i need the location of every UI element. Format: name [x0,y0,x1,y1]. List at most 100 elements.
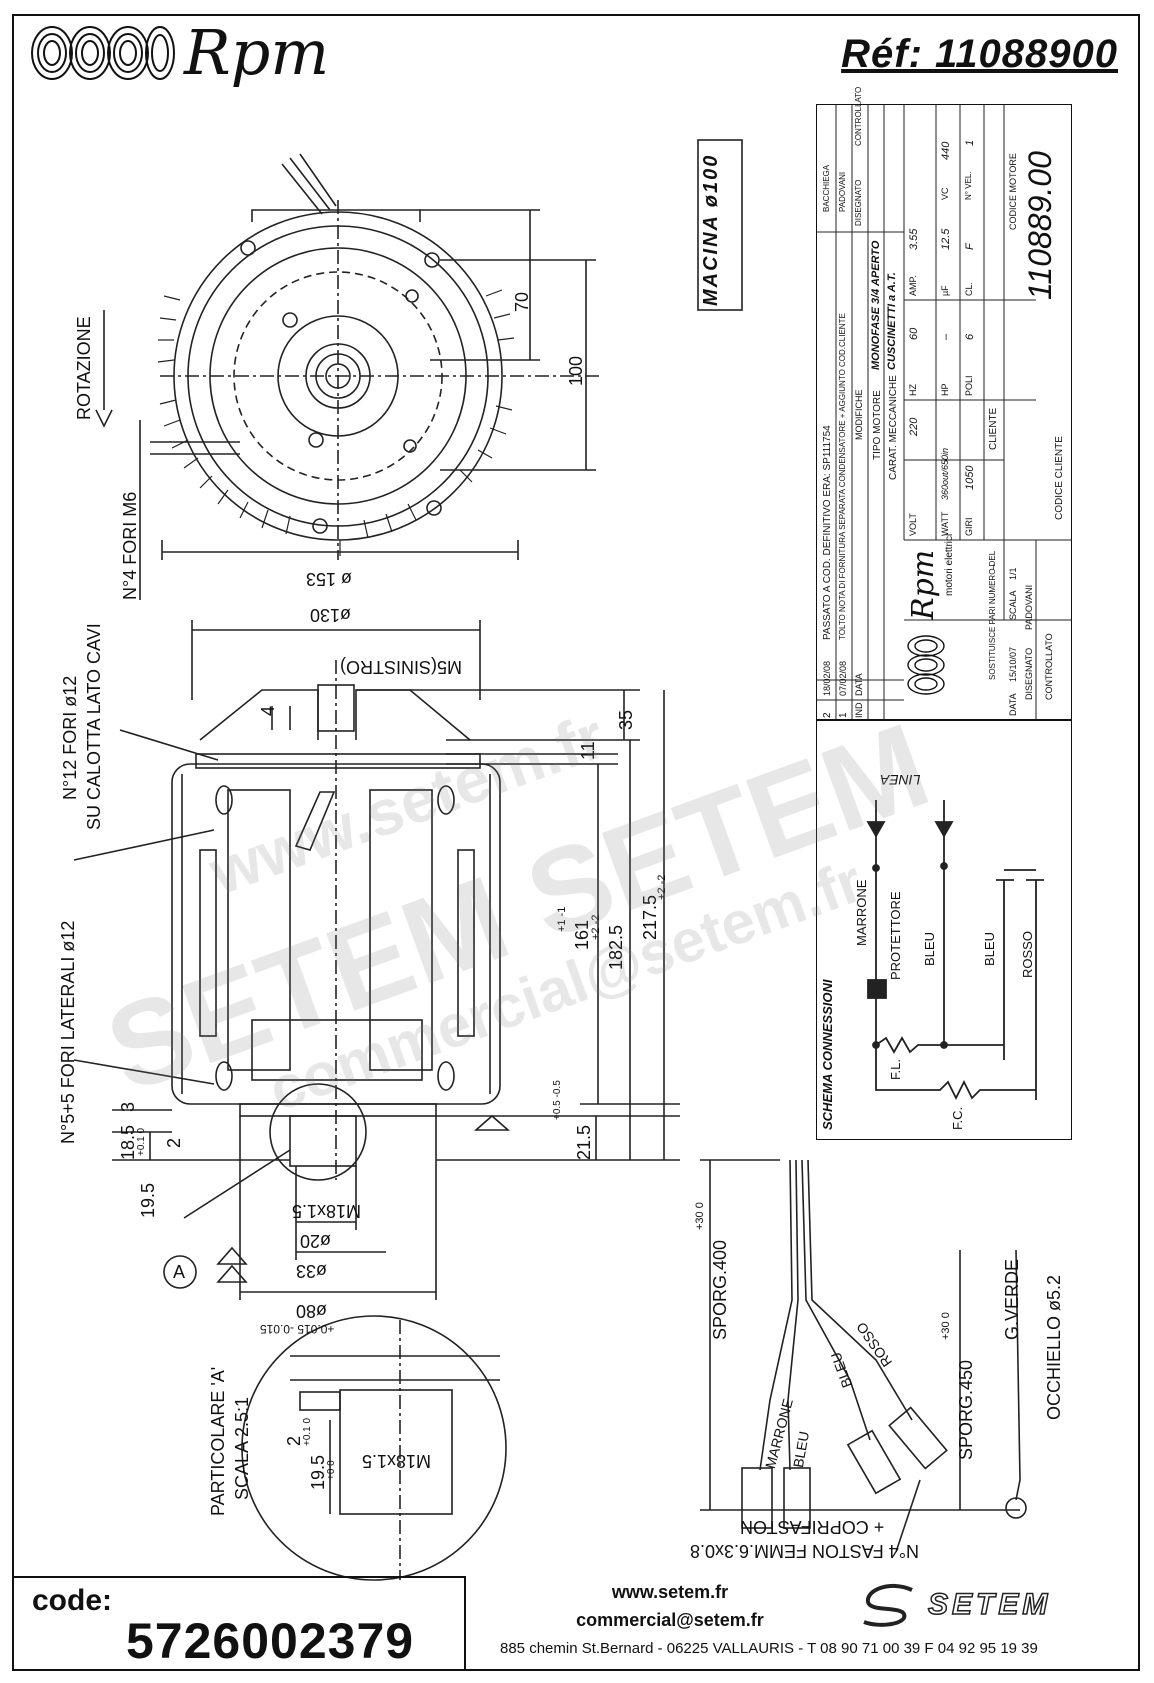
wiring-schema [866,800,1044,1101]
code-label: code: [32,1584,113,1617]
side-holes-label: N°5+5 FORI LATERALI ø12 [58,920,78,1144]
tol-80: +0.015 -0.015 [260,1322,335,1336]
controllato-label: CONTROLLATO [1044,633,1054,700]
cl-label: CL. [964,281,974,296]
dim-20: ø20 [300,1231,332,1251]
data-value: 15/10/07 [1008,646,1018,682]
setem-logo: SETEM [860,1580,1051,1630]
schema-protettore: PROTETTORE [888,891,903,980]
dim-70: 70 [512,291,532,312]
vc-value: 440 [940,141,952,160]
detail-tol-2: +0.1 0 [302,1417,313,1446]
schema-fl: F.L. [888,1059,903,1080]
dim-4: 4 [258,705,278,716]
schema-bleu-1: BLEU [922,932,937,966]
rev-header-disegnato: DISEGNATO [854,179,863,226]
m18-thread: M18x1.5 [292,1201,362,1221]
rev-row-2-text: PASSATO A COD. DEFINITIVO ERA: SP111754 [822,425,833,640]
title-block-coil-icon [907,635,945,695]
tol-18-5: +0.1 0 [136,1127,147,1156]
dim-2: 2 [164,1137,184,1148]
uf-label: µF [940,285,950,296]
detail-title: PARTICOLARE 'A' [208,1366,228,1516]
tipo-label: TIPO MOTORE [872,390,883,460]
drawing-sheet [12,14,1140,1671]
detail-tol-19-5: +0 0 [326,1460,337,1480]
poli-value: 6 [964,333,976,340]
nvel-label: N° VEL. [964,171,973,200]
rev-header-date: DATA [854,673,864,696]
rpm-coil-logo-icon [31,26,175,80]
rev-row-1-author: PADOVANI [838,171,847,212]
brand-name: Rpm [184,16,330,89]
data-label: DATA [1008,693,1018,716]
sostituisce-value: – [988,564,999,570]
detail-m18: M18x1.5 [362,1451,432,1471]
dim-35: 35 [616,709,636,730]
rev-header-controllato: CONTROLLATO [854,86,863,146]
dim-19-5: 19.5 [138,1182,158,1218]
hz-value: 60 [908,327,920,340]
dim-80: ø80 [296,1301,328,1321]
scala-value: 1/1 [1008,567,1018,580]
sporg-450: SPORG.450 [956,1359,976,1460]
detail-a-view [241,1315,507,1581]
rev-header-modifiche: MODIFICHE [854,389,864,441]
detail-scale: SCALA 2.5:1 [232,1396,252,1500]
macina-label: MACINA ø100 [700,153,722,306]
dim-153: ø 153 [306,569,353,589]
cl-value: F [964,243,976,250]
volt-value: 220 [908,417,920,436]
footer-contact: www.setem.fr commercial@setem.fr [560,1578,780,1634]
nvel-value: 1 [964,139,976,146]
disegnato-label: DISEGNATO [1024,647,1034,700]
rev-row-1-date: 07/02/08 [838,660,848,696]
tol-450: +30 0 [940,1312,952,1340]
sporg-400: SPORG.400 [710,1239,730,1340]
dim-33: ø33 [296,1261,328,1281]
code-value: 5726002379 [126,1613,415,1669]
setem-swirl-icon [863,1583,913,1627]
tol-21-5: +0.5 -0.5 [552,1080,563,1120]
hp-label: HP [940,383,950,396]
codice-cliente-label: CODICE CLIENTE [1054,436,1065,520]
m6-holes-label: N°4 FORI M6 [120,491,140,600]
footer-email[interactable]: commercial@setem.fr [576,1610,764,1630]
amp-label: AMP. [908,275,918,296]
codice-motore-label: CODICE MOTORE [1008,153,1018,230]
motor-side-view [171,620,501,1181]
code-box: code: 5726002379 [12,1576,466,1671]
rev-row-2-n: 2 [822,712,833,718]
carat-label: CARAT. MECCANICHE [888,375,899,480]
footer-website[interactable]: www.setem.fr [611,1582,729,1602]
sostituisce-label: SOSTITUISCE PARI NUMERO DEL [988,550,997,680]
occhiello-label: OCCHIELLO ø5.2 [1044,1274,1064,1420]
uf-value: 12.5 [940,228,952,250]
connection-schema [816,720,1072,1140]
vc-label: VC [940,187,950,200]
dim-100: 100 [566,355,586,386]
giri-value: 1050 [964,465,976,490]
tol-400: +30 0 [694,1202,706,1230]
watt-value: 360out/650in [940,447,950,500]
m5-thread-label: M5(SINISTRO) [340,657,463,677]
setem-logo-text: SETEM [927,1587,1052,1622]
disegnato-value: PADOVANI [1024,584,1034,630]
cooling-fins [157,289,515,556]
tipo-value: MONOFASE 3/4 APERTO [870,240,882,370]
watt-label: WATT [940,511,950,537]
rev-row-2-date: 18/02/08 [822,660,832,696]
cliente-label: CLIENTE [988,407,999,450]
footer-address: 885 chemin St.Bernard - 06225 VALLAURIS … [500,1640,1038,1657]
cable-bundle [700,1159,1027,1553]
giri-label: GIRI [964,517,974,536]
title-block-logo-sub: motori elettrici [944,533,955,596]
rpm-brand: Rpm [28,22,329,84]
title-block [816,104,1072,720]
volt-label: VOLT [908,513,918,536]
dim-21-5: 21.5 [574,1124,594,1160]
rotation-label: ROTAZIONE [74,316,94,420]
top-holes-label: N°12 FORI ø12 [60,675,80,800]
poli-label: POLI [964,375,974,396]
